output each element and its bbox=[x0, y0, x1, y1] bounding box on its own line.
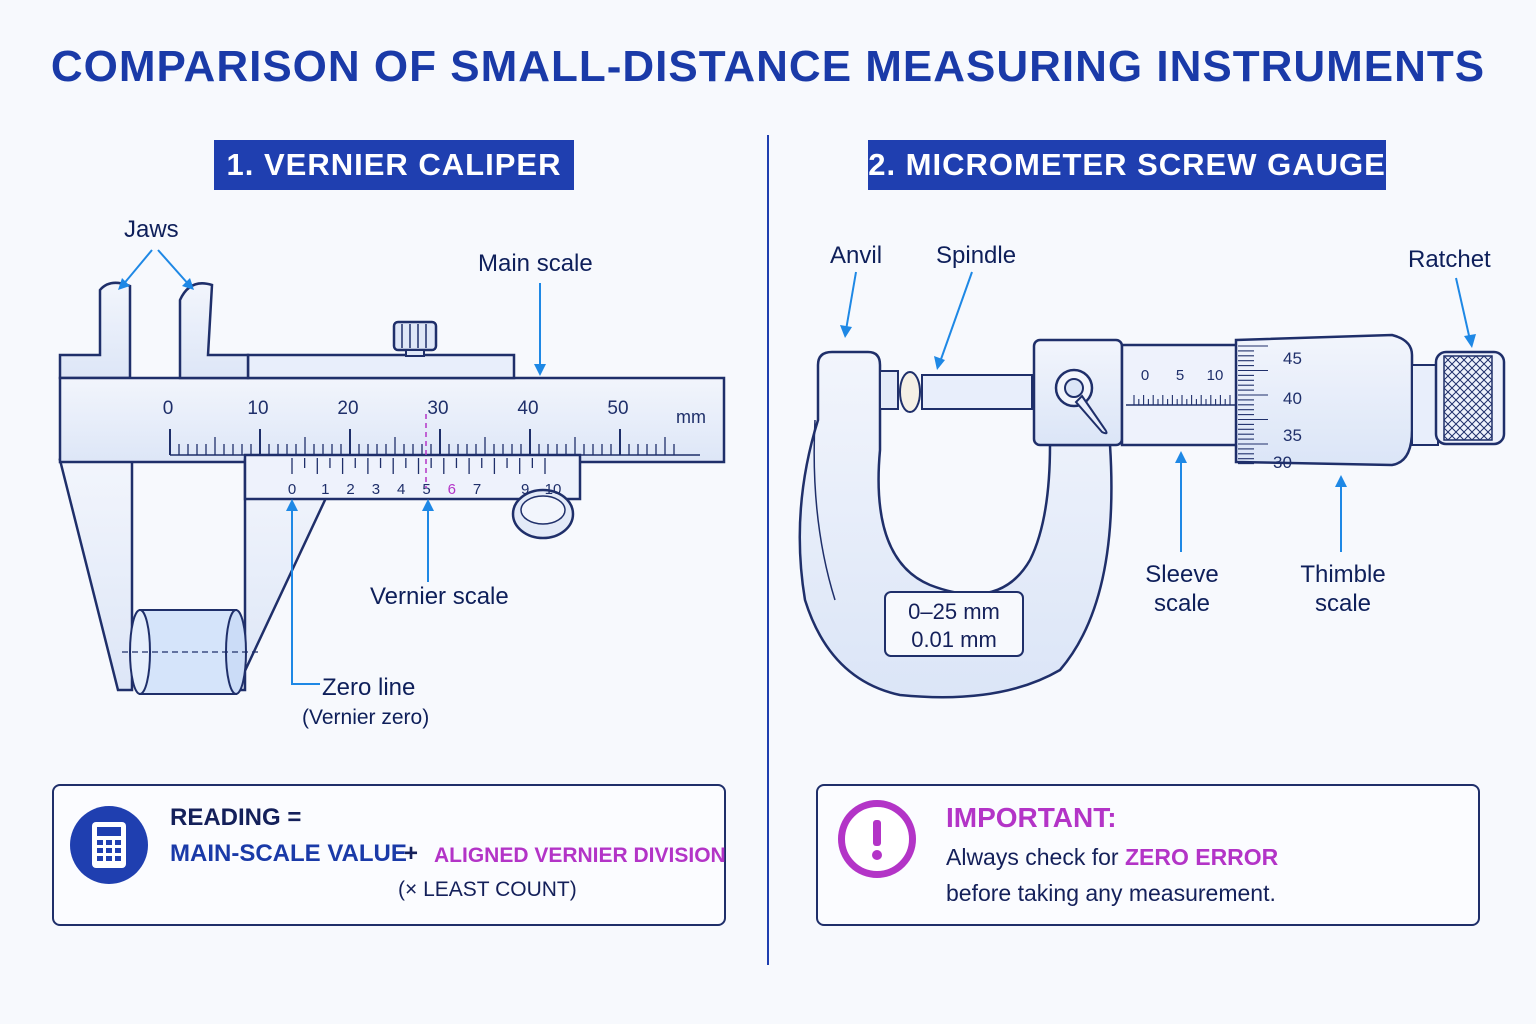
thimble-number: 35 bbox=[1283, 426, 1302, 445]
vernier-number: 9 bbox=[521, 481, 529, 498]
callout-arrowheads bbox=[118, 278, 546, 511]
plus-sign: + bbox=[404, 840, 419, 867]
sleeve bbox=[1120, 343, 1240, 447]
vernier-number: 7 bbox=[473, 481, 481, 498]
ratchet-stem bbox=[1411, 364, 1439, 446]
main-beam bbox=[58, 376, 726, 464]
main-scale-number: 30 bbox=[427, 398, 448, 419]
vernier-aligned-number: 6 bbox=[448, 481, 456, 498]
micrometer-header: 2. MICROMETER SCREW GAUGE bbox=[868, 140, 1386, 190]
label-sleeve-line2: scale bbox=[1153, 590, 1211, 617]
main-scale-number: 0 bbox=[163, 398, 174, 419]
callout-lines bbox=[121, 249, 541, 685]
vernier-number: 3 bbox=[372, 481, 380, 498]
label-vernier-scale: Vernier scale bbox=[370, 583, 509, 610]
micrometer-callout-arrowheads bbox=[840, 325, 1476, 487]
label-thimble-line2: scale bbox=[1314, 590, 1372, 617]
important-note-box: IMPORTANT: Always check for ZERO ERROR b… bbox=[816, 784, 1480, 926]
thimble bbox=[1234, 333, 1414, 467]
sliding-upper-jaw bbox=[178, 282, 250, 380]
vernier-number: 10 bbox=[545, 481, 562, 498]
section-divider bbox=[767, 135, 769, 965]
depth-rod bbox=[246, 353, 516, 380]
main-scale-unit: mm bbox=[676, 407, 706, 427]
sleeve-number: 5 bbox=[1176, 367, 1184, 384]
main-scale-number: 10 bbox=[247, 398, 268, 419]
micrometer-illustration: 0 5 10 45 40 35 30 0–25 mm 0.01 mm bbox=[798, 271, 1506, 699]
vernier-number: 0 bbox=[288, 481, 296, 498]
resolution-text: 0.01 mm bbox=[911, 627, 997, 652]
thimble-scale-ticks bbox=[1238, 345, 1268, 465]
sleeve-scale-ticks bbox=[1133, 395, 1231, 405]
range-box bbox=[884, 591, 1024, 657]
important-line1-prefix: Always check for bbox=[946, 844, 1119, 870]
important-heading: IMPORTANT: bbox=[946, 802, 1117, 833]
aligned-division-text: ALIGNED VERNIER DIVISION bbox=[434, 844, 726, 867]
thimble-number: 45 bbox=[1283, 349, 1302, 368]
main-scale-value-text: MAIN-SCALE VALUE bbox=[170, 840, 407, 867]
main-scale-number: 20 bbox=[337, 398, 358, 419]
label-thimble-line1: Thimble bbox=[1300, 561, 1386, 588]
vernier-number: 4 bbox=[397, 481, 405, 498]
label-zero-line: Zero line bbox=[322, 674, 416, 701]
zero-error-highlight: ZERO ERROR bbox=[1124, 844, 1279, 870]
thimble-number: 40 bbox=[1283, 389, 1302, 408]
label-jaws: Jaws bbox=[124, 216, 179, 243]
locking-screw bbox=[392, 320, 438, 352]
spindle bbox=[921, 374, 1033, 410]
sleeve-number: 10 bbox=[1207, 367, 1224, 384]
page-title: COMPARISON OF SMALL-DISTANCE MEASURING I… bbox=[50, 42, 1486, 91]
label-ratchet: Ratchet bbox=[1408, 246, 1491, 273]
range-text: 0–25 mm bbox=[908, 599, 1000, 624]
fixed-lower-jaw bbox=[58, 458, 134, 692]
label-main-scale: Main scale bbox=[478, 250, 593, 277]
vernier-number: 2 bbox=[346, 481, 354, 498]
measured-object-small bbox=[899, 371, 921, 413]
micrometer-callout-lines bbox=[845, 271, 1471, 552]
reading-formula-box: READING = MAIN-SCALE VALUE + ALIGNED VER… bbox=[52, 784, 726, 926]
vernier-plate bbox=[243, 453, 582, 501]
vernier-caliper-header: 1. VERNIER CALIPER bbox=[214, 140, 574, 190]
calculator-icon bbox=[70, 806, 148, 884]
vernier-number: 1 bbox=[321, 481, 329, 498]
label-sleeve-scale: Sleeve scale bbox=[1132, 560, 1232, 618]
main-scale-number: 40 bbox=[517, 398, 538, 419]
label-spindle: Spindle bbox=[936, 242, 1017, 269]
important-line1: Always check for ZERO ERROR bbox=[946, 844, 1278, 871]
important-line2: before taking any measurement. bbox=[946, 880, 1276, 906]
thimble-number: 30 bbox=[1273, 453, 1292, 472]
label-sleeve-line1: Sleeve bbox=[1145, 561, 1219, 588]
label-anvil: Anvil bbox=[830, 242, 883, 269]
least-count-text: (× LEAST COUNT) bbox=[398, 878, 577, 901]
label-thimble-scale: Thimble scale bbox=[1288, 560, 1398, 618]
anvil bbox=[879, 370, 899, 410]
exclamation-icon bbox=[838, 800, 916, 878]
fixed-upper-jaw bbox=[58, 281, 132, 380]
vernier-number: 5 bbox=[422, 481, 430, 498]
vernier-scale-ticks bbox=[291, 458, 546, 474]
main-scale-ticks bbox=[169, 429, 675, 455]
sleeve-number: 0 bbox=[1141, 367, 1149, 384]
label-vernier-zero: (Vernier zero) bbox=[302, 706, 430, 729]
reading-equals: READING = bbox=[170, 804, 302, 831]
main-scale-number: 50 bbox=[607, 398, 628, 419]
